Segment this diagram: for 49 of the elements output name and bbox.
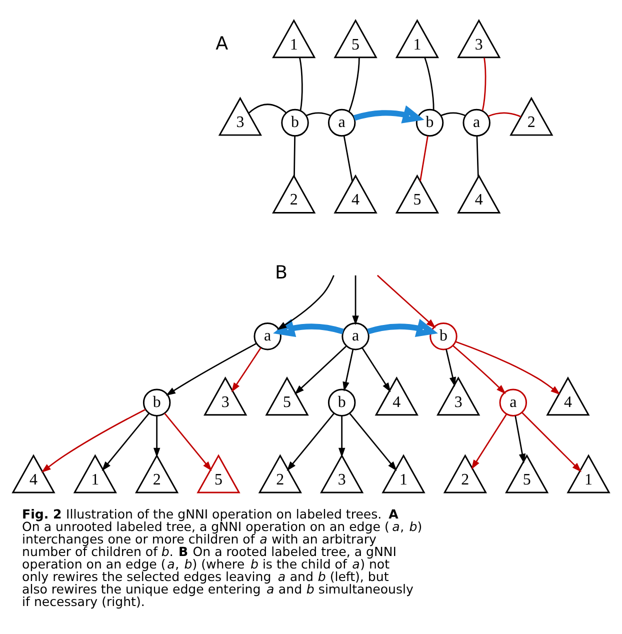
connector bbox=[420, 135, 428, 181]
label: A bbox=[216, 32, 228, 54]
arrow bbox=[273, 318, 344, 336]
arrow bbox=[514, 415, 526, 463]
connector bbox=[440, 112, 466, 116]
arrow bbox=[102, 412, 150, 470]
arrow bbox=[294, 345, 346, 394]
node-circle: b bbox=[328, 388, 356, 416]
arrow bbox=[471, 413, 508, 469]
node-circle: a bbox=[499, 388, 528, 416]
node-circle: a bbox=[254, 322, 282, 350]
arrow bbox=[362, 346, 391, 392]
node-circle: b bbox=[416, 108, 444, 136]
arrow bbox=[367, 318, 438, 336]
arrow bbox=[522, 412, 582, 472]
node-circle: b bbox=[281, 108, 309, 136]
connector bbox=[248, 103, 286, 114]
arrow bbox=[286, 412, 335, 470]
connector bbox=[299, 57, 303, 110]
node-circle: a bbox=[462, 108, 490, 136]
arrow bbox=[456, 340, 560, 394]
node-circle: b bbox=[430, 322, 458, 350]
connector bbox=[488, 112, 522, 117]
connector bbox=[306, 112, 331, 116]
connector bbox=[348, 57, 360, 112]
arrow bbox=[153, 415, 160, 458]
label: B bbox=[275, 262, 288, 283]
arrow bbox=[452, 344, 506, 394]
arrow bbox=[41, 408, 146, 472]
arrow bbox=[273, 274, 334, 336]
node-circle: b bbox=[142, 388, 171, 416]
arrow bbox=[352, 274, 359, 325]
arrow bbox=[353, 104, 424, 123]
arrow bbox=[376, 274, 438, 336]
caption: Fig. 2 Illustration of the gNNI operation on labeled trees. A On a unrooted labeled tree, a gNNI operation on an edge (a, b) interchanges one or more children of a with an arbitrary number of children of b. B On a rooted labeled tree, a gNNI operation on an edge (a, b) (where b is the child of a) not only rewires the selected edges leaving a and b (left), but also rewires the unique edge entering a and b simultaneously if necessary (right). bbox=[22, 506, 422, 609]
connector bbox=[294, 136, 296, 176]
arrow bbox=[164, 412, 212, 470]
node-circle: a bbox=[328, 108, 356, 136]
arrow bbox=[446, 348, 456, 386]
connector bbox=[424, 57, 434, 110]
connector bbox=[476, 136, 479, 176]
arrow bbox=[349, 412, 397, 470]
arrow bbox=[338, 415, 346, 458]
arrow bbox=[342, 348, 354, 391]
arrow bbox=[231, 346, 262, 392]
node-circle: a bbox=[342, 322, 370, 350]
connector bbox=[482, 57, 486, 110]
connector bbox=[343, 135, 353, 182]
arrow bbox=[166, 342, 256, 396]
